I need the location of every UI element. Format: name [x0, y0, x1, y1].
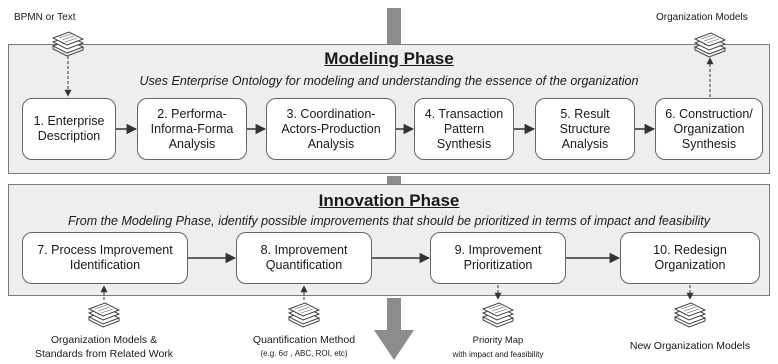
- step-7-process-improvement-identification[interactable]: 7. Process Improvement Identification: [22, 232, 188, 284]
- step-2-performa-informa-forma[interactable]: 2. Performa- Informa-Forma Analysis: [137, 98, 247, 160]
- document-stack-icon: [52, 31, 84, 57]
- output-label-org-models: Organization Models: [656, 12, 748, 23]
- output-label-priority-map-sub: with impact and feasibility: [452, 350, 544, 359]
- input-label-quant-examples: (e.g. 6σ , ABC, ROI, etc): [260, 349, 348, 358]
- output-label-priority-map: Priority Map: [472, 335, 524, 346]
- step-8-improvement-quantification[interactable]: 8. Improvement Quantification: [236, 232, 372, 284]
- modeling-phase-title: Modeling Phase: [324, 49, 454, 68]
- step-6-construction-organization-synthesis[interactable]: 6. Construction/ Organization Synthesis: [655, 98, 763, 160]
- input-label-org-models-standards: Organization Models &: [50, 334, 158, 346]
- step-1-enterprise-description[interactable]: 1. Enterprise Description: [22, 98, 116, 160]
- output-label-new-org-models: New Organization Models: [629, 340, 751, 352]
- step-10-redesign-organization[interactable]: 10. Redesign Organization: [620, 232, 760, 284]
- document-stack-icon: [694, 32, 726, 58]
- input-label-quant-method: Quantification Method: [252, 334, 356, 346]
- step-9-improvement-prioritization[interactable]: 9. Improvement Prioritization: [430, 232, 566, 284]
- modeling-phase-subtitle: Uses Enterprise Ontology for modeling an…: [139, 74, 639, 88]
- document-stack-icon: [288, 302, 320, 328]
- step-4-transaction-pattern-synthesis[interactable]: 4. Transaction Pattern Synthesis: [414, 98, 514, 160]
- input-label-related-work: Standards from Related Work: [34, 348, 174, 360]
- document-stack-icon: [482, 302, 514, 328]
- input-label-bpmn: BPMN or Text: [14, 12, 76, 23]
- step-3-coordination-actors-production[interactable]: 3. Coordination- Actors-Production Analy…: [266, 98, 396, 160]
- innovation-phase-subtitle: From the Modeling Phase, identify possib…: [68, 214, 710, 228]
- document-stack-icon: [88, 302, 120, 328]
- innovation-phase-title: Innovation Phase: [318, 191, 460, 210]
- document-stack-icon: [674, 302, 706, 328]
- step-5-result-structure-analysis[interactable]: 5. Result Structure Analysis: [535, 98, 635, 160]
